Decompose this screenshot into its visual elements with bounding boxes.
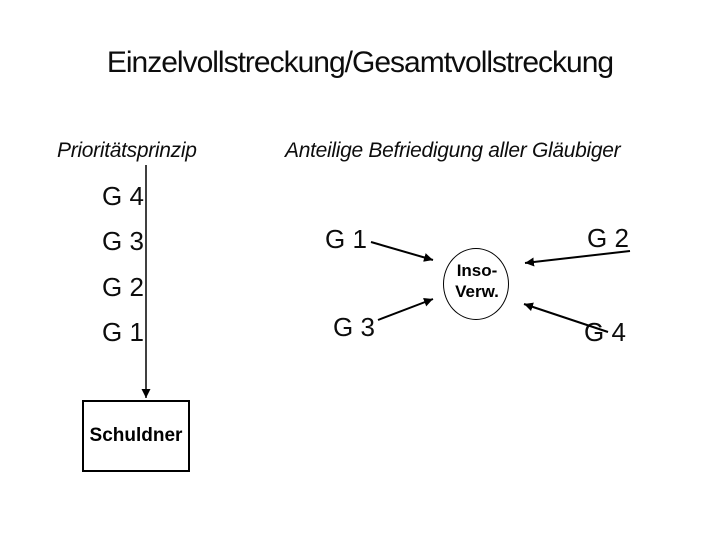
insolvency-administrator-circle <box>443 248 509 320</box>
creditor-arrow-g1 <box>370 241 434 262</box>
right-creditor-g3: G 3 <box>333 312 375 342</box>
left-creditor-g1: G 1 <box>102 317 144 347</box>
left-creditor-g4: G 4 <box>102 181 144 211</box>
right-creditor-g1: G 1 <box>325 224 367 254</box>
right-creditor-g2: G 2 <box>587 223 629 253</box>
creditor-arrow-g3 <box>377 298 434 321</box>
left-creditor-g3: G 3 <box>102 226 144 256</box>
left-section-heading: Prioritätsprinzip <box>57 139 197 162</box>
admin-label-line2: Verw. <box>455 282 499 301</box>
right-section-heading: Anteilige Befriedigung aller Gläubiger <box>285 139 621 162</box>
debtor-box: Schuldner <box>82 400 190 472</box>
debtor-label: Schuldner <box>89 425 183 446</box>
right-creditor-g4: G 4 <box>584 317 626 347</box>
insolvency-administrator-label: Inso- Verw. <box>437 260 517 302</box>
left-creditor-g2: G 2 <box>102 272 144 302</box>
admin-label-line1: Inso- <box>456 261 498 280</box>
slide-title: Einzelvollstreckung/Gesamtvollstreckung <box>106 46 614 79</box>
